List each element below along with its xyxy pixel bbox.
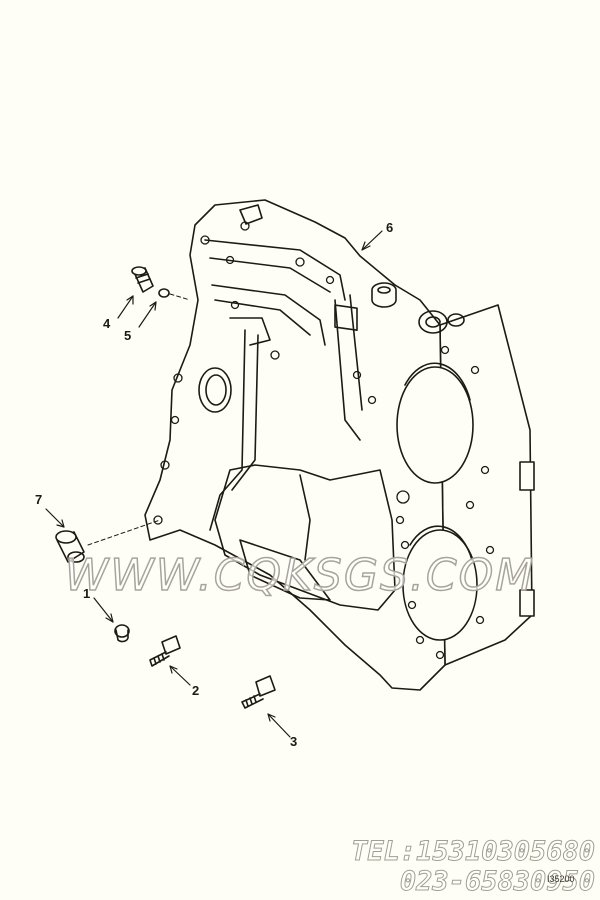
callout-1: 1 <box>83 586 91 601</box>
phone-watermark: 023-65830950 <box>399 866 595 898</box>
telephone-watermark: TEL:15310305680 <box>351 836 596 868</box>
o-ring-part <box>158 288 170 298</box>
dowel-part <box>114 624 130 643</box>
screw-part-3 <box>241 675 276 709</box>
callout-3: 3 <box>290 734 298 749</box>
callout-6: 6 <box>386 220 394 235</box>
callout-7: 7 <box>35 492 43 507</box>
callout-4: 4 <box>103 316 111 331</box>
leader-lines <box>45 230 383 738</box>
figure-code: I35200 <box>547 874 575 884</box>
callout-5: 5 <box>124 328 132 343</box>
gear-housing <box>144 199 535 691</box>
plug-part <box>131 266 154 293</box>
screw-part-2 <box>149 635 181 667</box>
callout-2: 2 <box>192 683 200 698</box>
sleeve-part <box>55 530 85 563</box>
website-watermark: WWW.CQKSGS.COM <box>64 549 536 602</box>
